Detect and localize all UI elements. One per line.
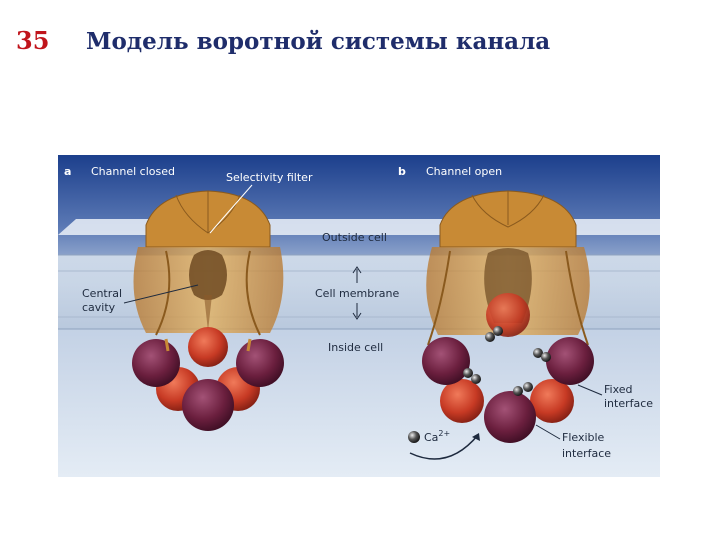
central-cavity-label-line1: Central bbox=[82, 287, 122, 300]
calcium-ion-legend-icon bbox=[408, 431, 420, 443]
calcium-ion-charge: 2+ bbox=[438, 429, 450, 438]
flexible-interface-label-line1: Flexible bbox=[562, 431, 605, 444]
central-cavity-label-line2: cavity bbox=[82, 301, 116, 314]
panel-a-letter: a bbox=[64, 165, 71, 178]
panel-b-letter: b bbox=[398, 165, 406, 178]
slide-number: 35 bbox=[16, 26, 50, 55]
calcium-ion-symbol: Ca bbox=[424, 431, 438, 444]
outside-cell-label: Outside cell bbox=[322, 231, 387, 244]
flexible-interface-label-line2: interface bbox=[562, 447, 611, 460]
slide-title: Модель воротной системы канала bbox=[86, 28, 551, 55]
open-channel-model bbox=[422, 190, 594, 443]
cell-membrane-label: Cell membrane bbox=[315, 287, 399, 300]
panel-b-label: Channel open bbox=[426, 165, 502, 178]
fixed-interface-label-line2: interface bbox=[604, 397, 653, 410]
selectivity-filter-label: Selectivity filter bbox=[226, 171, 313, 184]
inside-cell-label: Inside cell bbox=[328, 341, 383, 354]
gating-model-figure: a Channel closed b Channel open Selectiv… bbox=[58, 155, 660, 477]
panel-a-label: Channel closed bbox=[91, 165, 175, 178]
closed-channel-model bbox=[132, 190, 284, 431]
ion-entry-arrow bbox=[409, 434, 479, 460]
fixed-interface-label-line1: Fixed bbox=[604, 383, 633, 396]
calcium-ion-label: Ca2+ bbox=[424, 429, 450, 444]
